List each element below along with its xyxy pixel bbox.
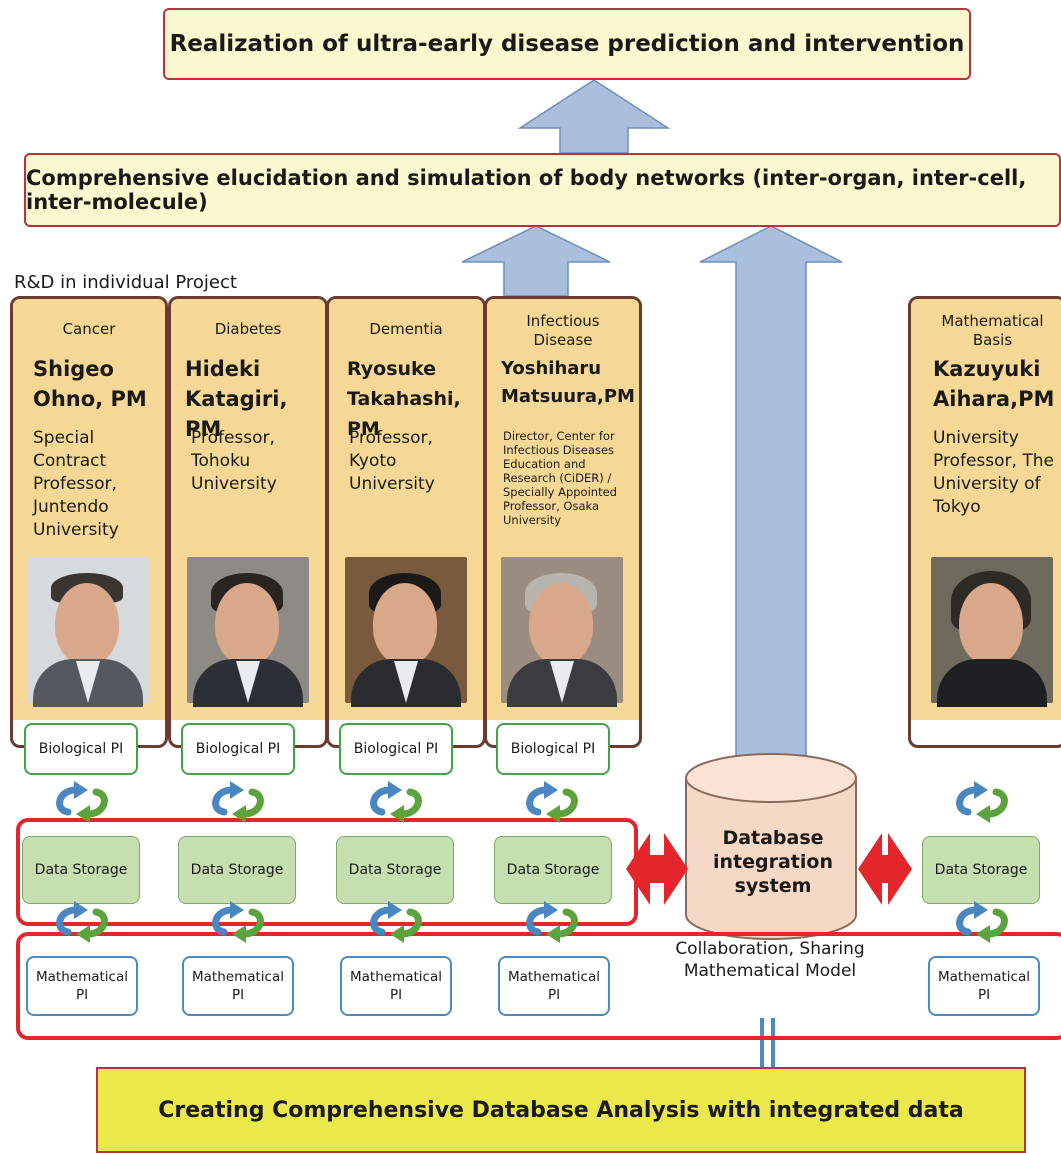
photo-face	[959, 583, 1023, 665]
up-arrow-elucidation	[461, 225, 611, 297]
mathematical-pi-box-infectious: Mathematical PI	[498, 956, 610, 1016]
pm-photo	[501, 557, 623, 707]
collaboration-label: Collaboration, Sharing Mathematical Mode…	[675, 939, 865, 981]
pm-affiliation: Special Contract Professor, Juntendo Uni…	[33, 428, 119, 540]
project-column-diabetes: Diabetes Hideki Katagiri, PM Professor, …	[168, 296, 328, 748]
cycle-arrow-icon	[960, 781, 1005, 823]
elucidation-box: Comprehensive elucidation and simulation…	[24, 153, 1061, 227]
up-arrow-goal	[517, 79, 671, 154]
cycle-arrow-icon	[530, 781, 575, 823]
bottom-box: Creating Comprehensive Database Analysis…	[96, 1067, 1026, 1153]
data-storage-box-cancer: Data Storage	[22, 836, 140, 904]
pm-affiliation: University Professor, The University of …	[933, 428, 1054, 517]
pm-name-line2: Katagiri, PM	[185, 387, 288, 441]
project-column-dementia: Dementia Ryosuke Takahashi, PM Professor…	[326, 296, 486, 748]
pm-affiliation: Professor, Tohoku University	[191, 428, 277, 494]
up-arrow-database	[699, 225, 843, 769]
mathematical-pi-box-diabetes: Mathematical PI	[182, 956, 294, 1016]
project-column-infectious-disease: Infectious Disease Yoshiharu Matsuura,PM…	[484, 296, 642, 748]
pm-photo	[187, 557, 309, 707]
cycle-arrow-icon	[216, 781, 261, 823]
photo-face	[55, 583, 119, 665]
photo-face	[215, 583, 279, 665]
mathematical-pi-box-math: Mathematical PI	[928, 956, 1040, 1016]
project-subject: Mathematical Basis	[941, 312, 1044, 349]
database-label: Database integration system	[713, 827, 833, 897]
data-storage-box-math: Data Storage	[922, 836, 1040, 904]
pm-photo	[345, 557, 467, 707]
biological-pi-box-cancer: Biological PI	[24, 723, 138, 775]
pm-name-line2: Aihara,PM	[933, 387, 1055, 411]
data-storage-box-infectious: Data Storage	[494, 836, 612, 904]
biological-pi-box-infectious: Biological PI	[496, 723, 610, 775]
data-storage-box-diabetes: Data Storage	[178, 836, 296, 904]
mathematical-pi-box-dementia: Mathematical PI	[340, 956, 452, 1016]
pm-name-line2: Ohno, PM	[33, 387, 147, 411]
project-subject: Diabetes	[214, 320, 282, 338]
project-subject: Cancer	[62, 320, 116, 338]
pm-affiliation: Director, Center for Infectious Diseases…	[503, 429, 617, 527]
rd-label: R&D in individual Project	[14, 272, 237, 293]
biological-pi-box-diabetes: Biological PI	[181, 723, 295, 775]
pm-photo	[27, 557, 149, 707]
pm-name-line2: Matsuura,PM	[501, 386, 635, 407]
data-storage-box-dementia: Data Storage	[336, 836, 454, 904]
pm-name-line1: Kazuyuki	[933, 357, 1041, 381]
photo-face	[529, 583, 593, 665]
project-subject: Dementia	[369, 320, 443, 338]
cycle-arrow-icon	[374, 781, 419, 823]
pm-photo	[931, 557, 1053, 707]
mathematical-pi-box-cancer: Mathematical PI	[26, 956, 138, 1016]
pm-name-line1: Hideki	[185, 357, 261, 381]
project-column-cancer: Cancer Shigeo Ohno, PM Special Contract …	[10, 296, 168, 748]
pm-name-line1: Shigeo	[33, 357, 114, 381]
cycle-arrow-icon	[60, 781, 105, 823]
red-double-arrow-right	[858, 833, 912, 905]
project-subject: Infectious Disease	[526, 312, 600, 349]
pm-affiliation: Professor, Kyoto University	[349, 428, 435, 494]
pm-name-line2: Takahashi, PM	[347, 388, 461, 440]
pm-name-line1: Yoshiharu	[501, 358, 602, 379]
goal-box: Realization of ultra-early disease predi…	[163, 8, 971, 80]
photo-face	[373, 583, 437, 665]
photo-suit	[937, 659, 1047, 707]
project-column-mathematical-basis: Mathematical Basis Kazuyuki Aihara,PM Un…	[908, 296, 1061, 748]
pm-name-line1: Ryosuke	[347, 358, 437, 380]
data-storage-red-band	[16, 818, 638, 926]
biological-pi-box-dementia: Biological PI	[339, 723, 453, 775]
